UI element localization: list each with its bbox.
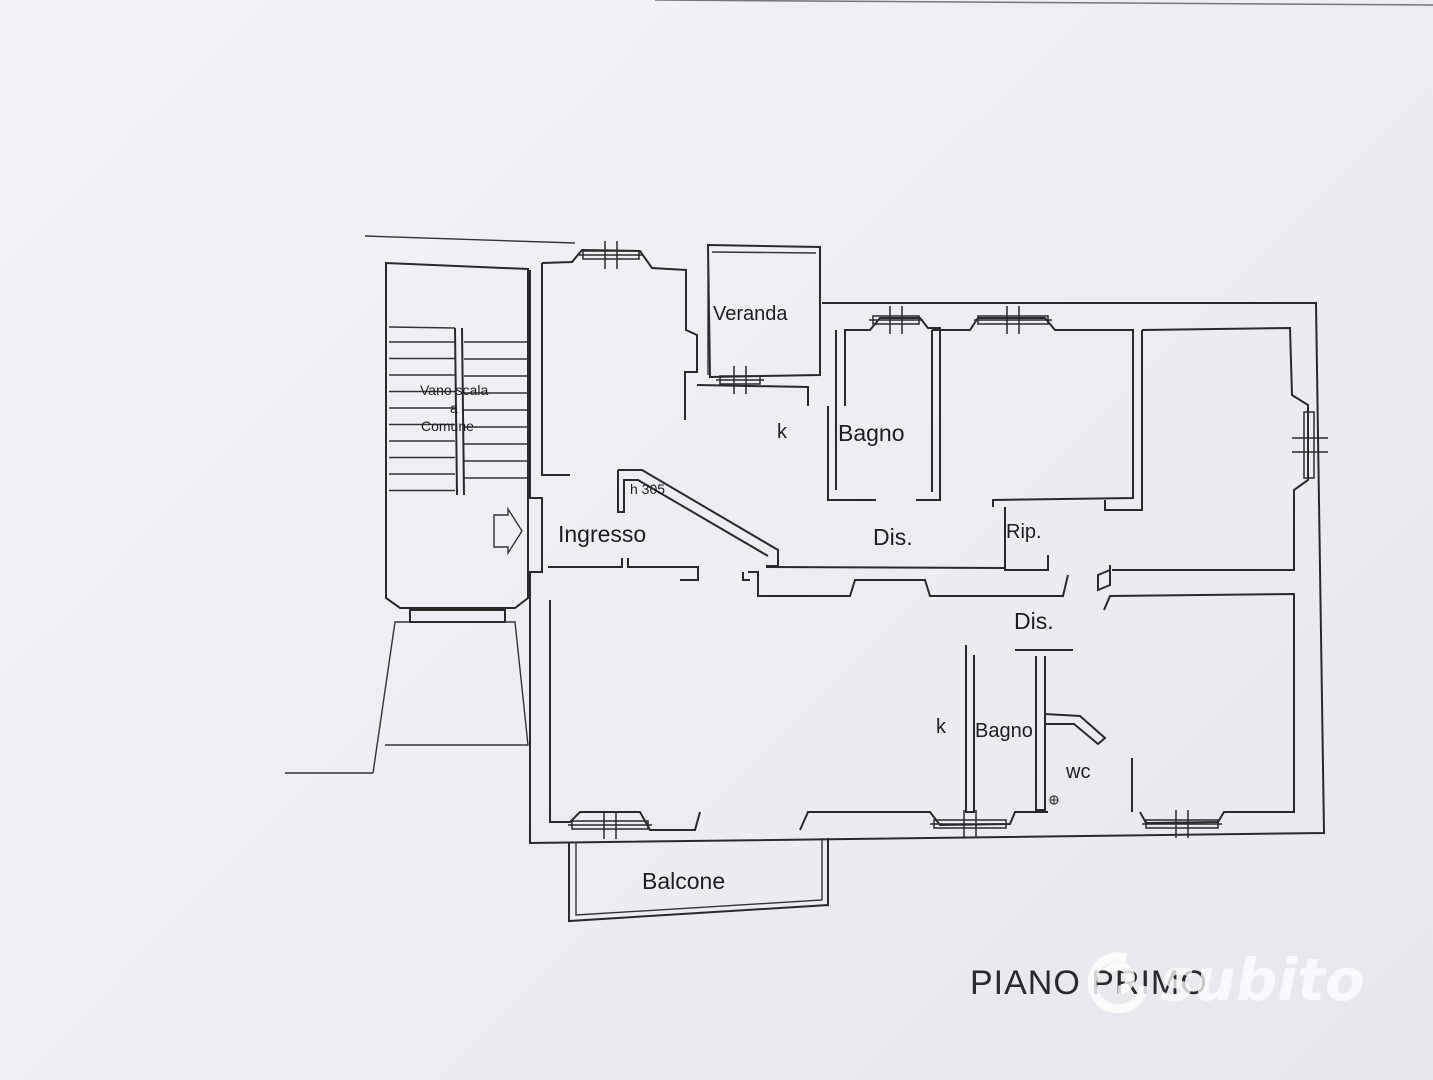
room-label-wc: wc (1065, 761, 1090, 783)
room-label-kitchen-bottom: k (936, 716, 947, 738)
boundary-line-top (364, 235, 576, 244)
page-edge-line (654, 0, 1433, 6)
room-label-kitchen-top: k (777, 421, 788, 443)
room-label-balcony: Balcone (642, 868, 725, 894)
height-note: h 305 (630, 481, 665, 497)
room-label-stairwell-2: a (450, 400, 458, 416)
watermark: subito (1087, 946, 1365, 1014)
watermark-brand: subito (1160, 946, 1365, 1014)
interior-walls (548, 317, 1309, 813)
room-label-bath-bottom: Bagno (975, 720, 1033, 742)
room-label-hall-bottom: Dis. (1014, 608, 1054, 634)
room-label-veranda: Veranda (713, 303, 788, 325)
subito-logo-icon (1087, 952, 1149, 1014)
room-label-hall-top: Dis. (873, 524, 913, 550)
exterior-walls (529, 243, 1326, 845)
balcony (568, 838, 829, 923)
room-label-stairwell-1: Vano scala (420, 382, 488, 398)
windows (568, 241, 1328, 839)
room-label-stairwell-3: Comune (421, 418, 474, 434)
stairwell (372, 261, 529, 774)
room-label-storage: Rip. (1006, 521, 1042, 543)
room-label-bath-top: Bagno (838, 420, 905, 446)
room-label-entrance: Ingresso (558, 521, 646, 547)
entry-arrow-icon (493, 506, 523, 556)
